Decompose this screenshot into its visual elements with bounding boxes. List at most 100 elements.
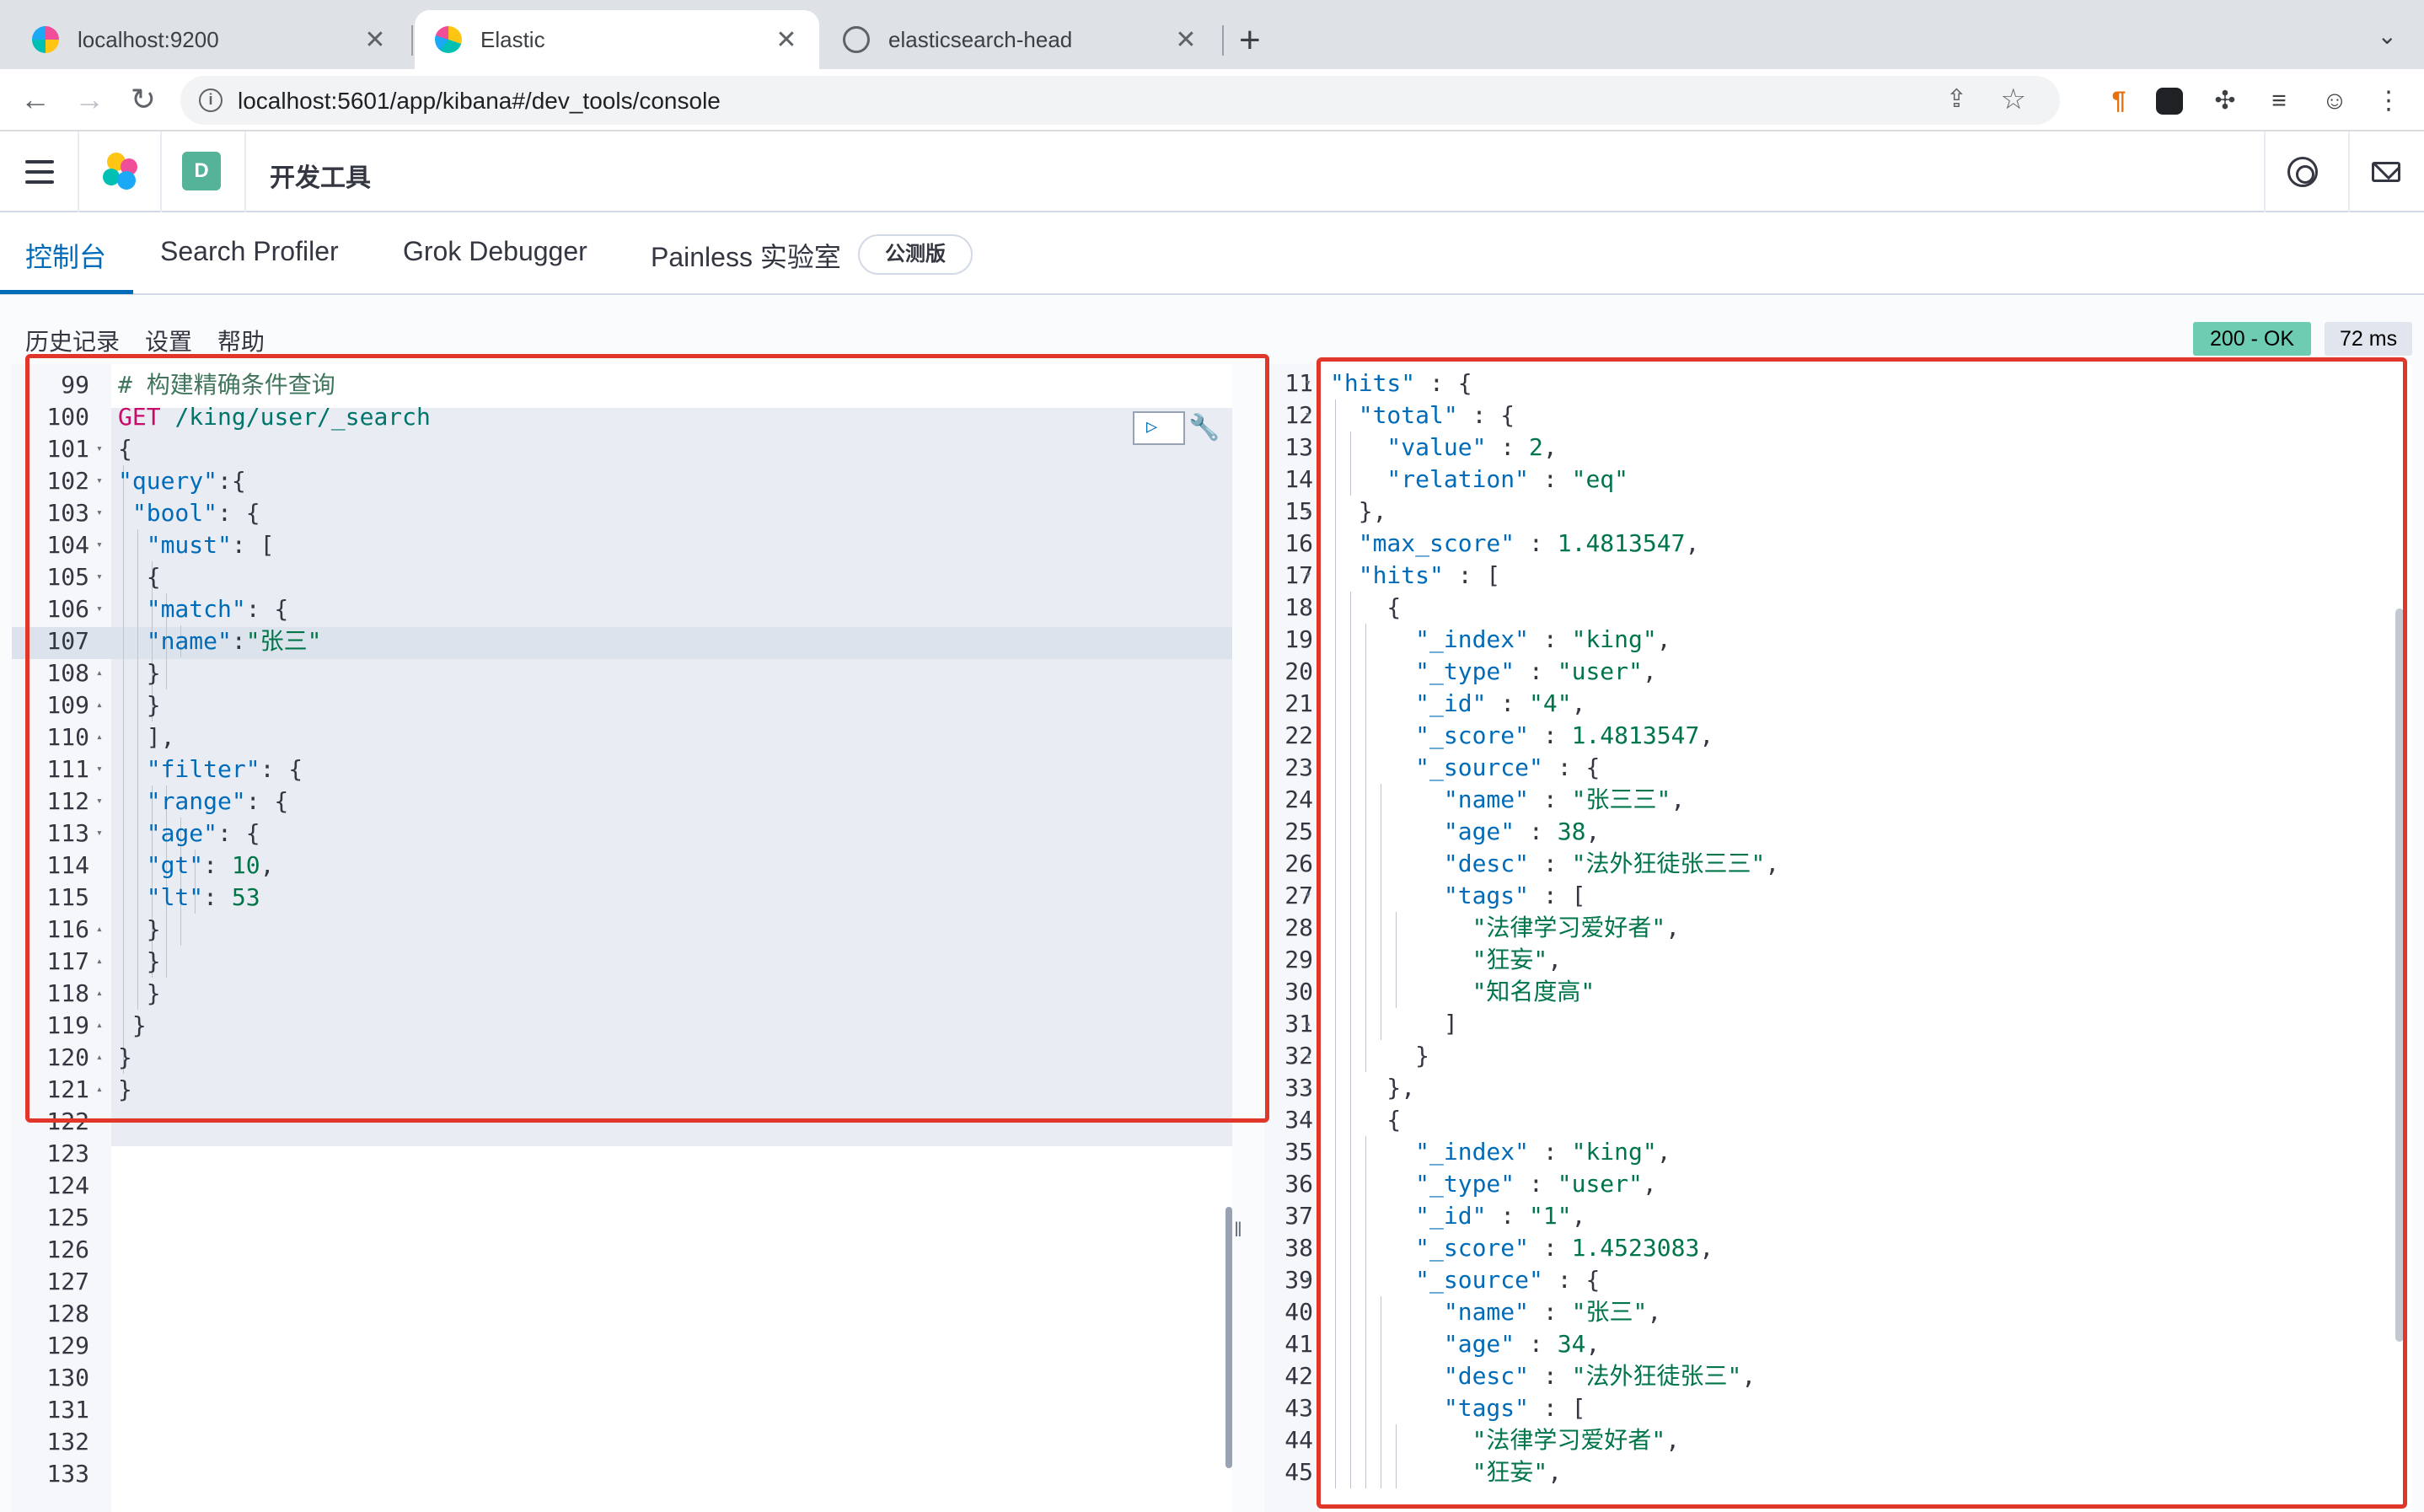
extension-icon[interactable] (2156, 88, 2183, 115)
fold-collapse-icon[interactable]: ▾ (1305, 569, 1311, 582)
line-number: 99 (61, 371, 89, 399)
puzzle-extensions-icon[interactable]: ✣ (2214, 87, 2236, 115)
fold-expand-icon[interactable]: ▴ (96, 1051, 103, 1064)
fold-collapse-icon[interactable]: ▾ (1305, 409, 1311, 421)
fold-expand-icon[interactable]: ▴ (1305, 505, 1311, 517)
code-line: { (1330, 592, 1401, 624)
fold-collapse-icon[interactable]: ▾ (96, 539, 103, 551)
tab-close-icon[interactable]: ✕ (1175, 25, 1197, 54)
code-token: "range" (118, 787, 246, 815)
fold-collapse-icon[interactable]: ▾ (96, 475, 103, 487)
back-arrow-icon[interactable]: ← (20, 82, 51, 116)
code-token: "max_score" (1330, 529, 1515, 557)
fold-expand-icon[interactable]: ▴ (96, 731, 103, 743)
help-lifebuoy-icon[interactable] (2287, 157, 2318, 187)
fold-expand-icon[interactable]: ▴ (1305, 1017, 1311, 1030)
indent-guide (1350, 944, 1351, 976)
fold-expand-icon[interactable]: ▴ (96, 667, 103, 679)
forward-arrow-icon[interactable]: → (74, 82, 105, 116)
fold-collapse-icon[interactable]: ▾ (96, 603, 103, 615)
tab-search-profiler[interactable]: Search Profiler (160, 236, 339, 266)
code-token: : [ (1529, 1394, 1586, 1422)
fold-collapse-icon[interactable]: ▾ (96, 795, 103, 807)
reading-list-icon[interactable]: ≡ (2271, 87, 2287, 115)
fold-expand-icon[interactable]: ▴ (1305, 1049, 1311, 1062)
fold-collapse-icon[interactable]: ▾ (96, 763, 103, 775)
fold-expand-icon[interactable]: ▴ (96, 1019, 103, 1032)
tab-console[interactable]: 控制台 (25, 242, 107, 272)
indent-guide (137, 625, 138, 657)
line-number: 115 (46, 883, 89, 911)
panel-resize-handle[interactable]: ‖ (1234, 1219, 1242, 1241)
reload-icon[interactable]: ↻ (130, 82, 157, 116)
settings-link[interactable]: 设置 (145, 329, 193, 355)
fold-collapse-icon[interactable]: ▾ (1305, 601, 1311, 614)
address-bar[interactable]: i localhost:5601/app/kibana#/dev_tools/c… (180, 76, 2060, 125)
code-token: , (1656, 1138, 1671, 1166)
response-scrollbar[interactable] (2395, 609, 2404, 1342)
fold-collapse-icon[interactable]: ▾ (1305, 761, 1311, 774)
line-number: 128 (46, 1300, 89, 1327)
more-menu-icon[interactable]: ⋮ (2376, 87, 2401, 115)
fold-collapse-icon[interactable]: ▾ (96, 507, 103, 519)
fold-collapse-icon[interactable]: ▾ (1305, 377, 1311, 389)
code-token: , (1665, 914, 1681, 941)
elastic-logo-icon[interactable] (99, 150, 142, 192)
history-link[interactable]: 历史记录 (25, 329, 121, 355)
fold-expand-icon[interactable]: ▴ (96, 955, 103, 968)
code-token: "_type" (1330, 1170, 1515, 1198)
paragraph-extension-icon[interactable]: ¶ (2111, 87, 2126, 115)
hamburger-menu-icon[interactable] (25, 160, 54, 184)
fold-collapse-icon[interactable]: ▾ (96, 827, 103, 839)
code-line: } (1330, 1040, 1429, 1072)
fold-collapse-icon[interactable]: ▾ (96, 442, 103, 455)
indent-guide (1365, 1168, 1366, 1200)
fold-collapse-icon[interactable]: ▾ (1305, 1273, 1311, 1286)
indent-guide (137, 561, 138, 593)
code-token: # 构建精确条件查询 (118, 371, 335, 399)
send-request-play-icon[interactable]: ▷ (1146, 416, 1158, 437)
site-info-icon[interactable]: i (199, 88, 223, 112)
request-scrollbar[interactable] (1225, 1207, 1232, 1468)
indent-guide (137, 850, 138, 882)
browser-tab-localhost[interactable]: localhost:9200 ✕ (12, 10, 408, 69)
fold-expand-icon[interactable]: ▴ (1305, 1081, 1311, 1094)
fold-expand-icon[interactable]: ▴ (96, 987, 103, 1000)
new-tab-button[interactable]: + (1239, 19, 1261, 61)
fold-collapse-icon[interactable]: ▾ (1305, 889, 1311, 902)
help-link[interactable]: 帮助 (217, 329, 265, 355)
code-token: 2 (1529, 433, 1543, 461)
fold-collapse-icon[interactable]: ▾ (1305, 1402, 1311, 1414)
tab-close-icon[interactable]: ✕ (775, 25, 797, 54)
code-token: : (1529, 721, 1572, 749)
indent-guide (1335, 1232, 1336, 1264)
indent-guide (137, 882, 138, 914)
code-line: "gt": 10, (118, 850, 275, 882)
tab-close-icon[interactable]: ✕ (364, 25, 386, 54)
tab-grok-debugger[interactable]: Grok Debugger (403, 236, 587, 266)
profile-avatar[interactable]: ☺ (2321, 87, 2348, 115)
share-icon[interactable]: ⇪ (1945, 85, 1967, 113)
request-settings-wrench-icon[interactable]: 🔧 (1188, 413, 1220, 442)
code-token: : { (1457, 401, 1515, 429)
browser-tab-elastic[interactable]: Elastic ✕ (415, 10, 819, 69)
tab-painless-lab[interactable]: Painless 实验室 (651, 242, 841, 272)
newsfeed-mail-icon[interactable] (2372, 162, 2400, 182)
space-avatar[interactable]: D (182, 152, 221, 190)
fold-expand-icon[interactable]: ▴ (96, 1083, 103, 1096)
fold-collapse-icon[interactable]: ▾ (96, 571, 103, 583)
indent-guide (1350, 656, 1351, 688)
code-token: : { (260, 755, 303, 783)
response-viewer[interactable]: 11▾"hits" : {12▾ "total" : {13 "value" :… (1264, 364, 2412, 1512)
indent-guide (1335, 592, 1336, 624)
fold-expand-icon[interactable]: ▴ (96, 923, 103, 936)
indent-guide (123, 850, 124, 882)
bookmark-star-icon[interactable]: ☆ (2000, 83, 2026, 115)
line-number: 118 (46, 979, 89, 1007)
fold-collapse-icon[interactable]: ▾ (1305, 1113, 1311, 1126)
fold-expand-icon[interactable]: ▴ (96, 699, 103, 711)
browser-tab-elasticsearch-head[interactable]: elasticsearch-head ✕ (823, 10, 1219, 69)
url-text[interactable]: localhost:5601/app/kibana#/dev_tools/con… (238, 88, 721, 114)
tab-search-chevron-icon[interactable]: ⌄ (2377, 23, 2397, 49)
